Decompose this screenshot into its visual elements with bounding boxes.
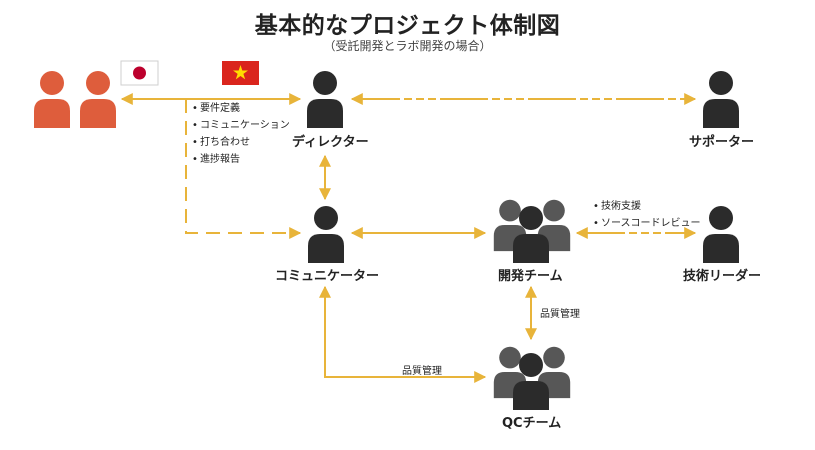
client-note-item: 打ち合わせ	[192, 134, 290, 151]
communicator-person-icon	[308, 206, 344, 263]
leader-note-item: ソースコードレビュー	[593, 215, 701, 232]
qc-team-label: QCチーム	[502, 416, 562, 431]
dev-team-label: 開発チーム	[498, 269, 563, 284]
leader-notes-list: 技術支援 ソースコードレビュー	[593, 198, 701, 232]
client-notes-list: 要件定義 コミュニケーション 打ち合わせ 進捗報告	[192, 100, 290, 168]
japan-flag-icon	[120, 60, 159, 86]
client-note-item: 進捗報告	[192, 151, 290, 168]
quality-management-label: 品質管理	[402, 366, 442, 377]
supporter-person-icon	[703, 71, 739, 128]
communicator-qcteam-arrow	[319, 285, 487, 383]
vietnam-flag-icon	[222, 61, 259, 85]
director-label: ディレクター	[292, 135, 369, 150]
client-communicator-dashed-line	[185, 99, 302, 239]
page-subtitle: （受託開発とラボ開発の場合）	[323, 39, 492, 53]
quality-management-label: 品質管理	[540, 309, 580, 320]
page-title: 基本的なプロジェクト体制図	[254, 13, 561, 39]
tech-leader-person-icon	[703, 206, 739, 263]
client-note-item: 要件定義	[192, 100, 290, 117]
tech-leader-label: 技術リーダー	[683, 269, 762, 284]
client-person-icon	[80, 71, 116, 128]
director-person-icon	[307, 71, 343, 128]
supporter-label: サポーター	[689, 135, 755, 150]
dev-team-icon	[493, 199, 571, 263]
client-person-icon	[34, 71, 70, 128]
communicator-label: コミュニケーター	[275, 269, 380, 284]
client-note-item: コミュニケーション	[192, 117, 290, 134]
qc-team-icon	[493, 346, 571, 410]
leader-note-item: 技術支援	[593, 198, 701, 215]
